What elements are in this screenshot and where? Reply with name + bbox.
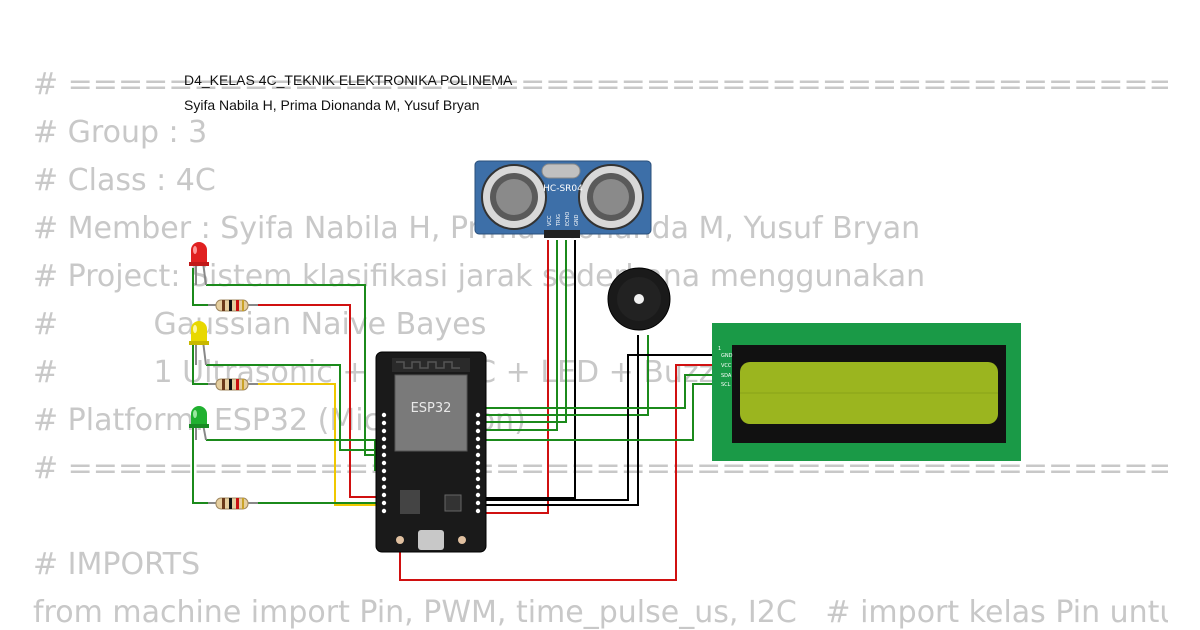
wire-lcd-scl [484,383,717,441]
wire-hcsr04-trig [484,240,558,431]
wire-lcd-sda [484,374,717,409]
led-red [189,242,209,286]
wire-buzzer-gnd [484,335,639,506]
lcd-pin-scl: SCL [721,382,731,388]
wire-hcsr04-vcc [484,240,549,514]
lcd-pin-sda: SDA [721,373,732,379]
code-line: # IMPORTS [33,547,201,582]
code-line: # Group : 3 [33,115,208,150]
hcsr04-pin-vcc: VCC [547,215,553,226]
wire-yellow-led-gnd [206,364,384,451]
wire-yellow-led-signal [258,383,384,506]
diagram-subtitle: Syifa Nabila H, Prima Dionanda M, Yusuf … [184,97,480,113]
lcd-pin-vcc: VCC [721,363,732,369]
resistor-red-led [208,299,258,312]
lcd-pin-gnd: GND [721,353,733,359]
lcd-pin1-label: 1 [718,346,721,352]
lcd-display: 1 GND VCC SDA SCL [712,323,1021,461]
led-green [189,406,209,441]
esp32-label: ESP32 [411,401,452,416]
esp32-board: ESP32 [375,351,487,553]
buzzer [607,267,671,331]
resistor-green-led [208,497,258,510]
resistor-yellow-led [208,378,258,391]
led-yellow [189,321,209,366]
wire-yellow-led-leg [192,345,208,385]
hcsr04-pin-echo: ECHO [565,212,571,226]
wire-lcd-gnd [484,354,717,501]
code-line: # Class : 4C [33,163,216,198]
wire-green-led-leg [192,428,208,504]
wire-hcsr04-gnd [484,240,576,499]
wire-red-led-leg [192,268,208,306]
code-line: # ======================================… [33,68,1168,102]
hcsr04-pin-gnd: GND [574,214,580,226]
wire-green-led-gnd [206,439,384,471]
code-line: from machine import Pin, PWM, time_pulse… [33,595,1168,630]
wire-buzzer-signal [484,335,649,416]
wire-hcsr04-echo [484,240,567,423]
code-line: # Gaussian Naive Bayes [33,307,487,342]
diagram-title: D4_KELAS 4C_TEKNIK ELEKTRONIKA POLINEMA [184,72,513,88]
hcsr04-pin-trig: TRIG [556,214,562,227]
wire-red-led-signal [258,304,384,498]
hcsr04-module: HC-SR04 VCC TRIG ECHO GND [474,160,652,238]
hcsr04-label: HC-SR04 [543,184,583,194]
